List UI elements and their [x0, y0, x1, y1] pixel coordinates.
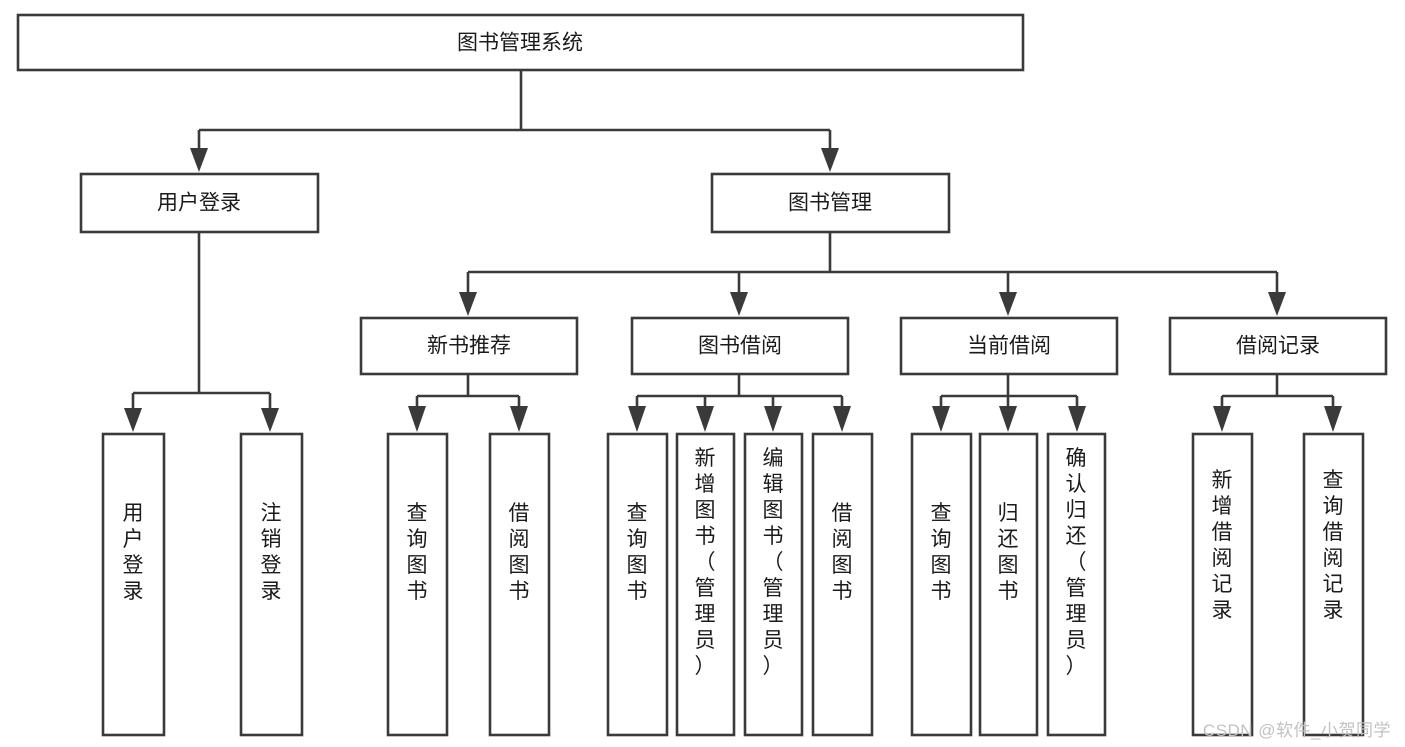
arrow-head-user-login: [190, 148, 208, 172]
node-root-system-box: [16, 13, 1025, 72]
node-leaf-borrow-book-1-box: [488, 432, 551, 737]
node-new-book-recommend[interactable]: 新书推荐: [359, 316, 579, 376]
arrow-head-leaf-query-book-2: [628, 406, 646, 432]
arrow-head-leaf-borrow-book-1: [510, 406, 528, 432]
node-user-login[interactable]: 用户登录: [79, 172, 320, 234]
arrow-head-leaf-edit-book: [764, 406, 782, 432]
node-leaf-query-book-1[interactable]: 查询图书: [386, 432, 449, 737]
node-leaf-return-book-box: [978, 432, 1039, 737]
node-borrow-record[interactable]: 借阅记录: [1168, 316, 1388, 376]
node-leaf-add-book[interactable]: 新增图书（管理员）: [675, 432, 736, 737]
arrow-head-leaf-return-book: [999, 406, 1017, 432]
node-book-management[interactable]: 图书管理: [710, 172, 951, 234]
node-book-borrow-box: [630, 316, 850, 376]
node-root-system-label: 图书管理系统: [457, 32, 583, 55]
node-leaf-user-login-box: [101, 432, 166, 737]
node-leaf-query-book-3-label: 查询图书: [931, 502, 952, 603]
node-leaf-user-login[interactable]: 用户登录: [101, 432, 166, 737]
node-leaf-query-record-box: [1302, 432, 1365, 737]
arrow-head-leaf-logout-login: [261, 408, 279, 432]
node-leaf-confirm-return-label: 确认归还（管理员）: [1066, 447, 1087, 678]
arrow-head-borrow-record: [1268, 292, 1286, 316]
node-leaf-add-book-label: 新增图书（管理员）: [695, 447, 716, 678]
node-borrow-record-label: 借阅记录: [1236, 335, 1320, 358]
leaf-layer: 用户登录 注销登录 查询图书 借阅图书 查询图书 新增图书（管理员）: [101, 432, 1365, 737]
node-leaf-borrow-book-2[interactable]: 借阅图书: [811, 432, 874, 737]
node-user-login-label: 用户登录: [157, 192, 241, 215]
arrow-head-leaf-query-book-3: [932, 406, 950, 432]
node-leaf-edit-book-box: [743, 432, 804, 737]
arrow-head-leaf-add-record: [1213, 406, 1231, 432]
arrow-head-new-book-recommend: [459, 292, 477, 316]
node-book-borrow-label: 图书借阅: [698, 335, 782, 358]
node-new-book-recommend-label: 新书推荐: [427, 335, 511, 358]
node-book-borrow[interactable]: 图书借阅: [630, 316, 850, 376]
node-new-book-recommend-box: [359, 316, 579, 376]
csdn-watermark: CSDN @软件_小贺同学: [1202, 721, 1391, 740]
node-leaf-query-book-1-box: [386, 432, 449, 737]
node-leaf-query-record[interactable]: 查询借阅记录: [1302, 432, 1365, 737]
arrow-head-leaf-user-login: [124, 408, 142, 432]
node-leaf-edit-book[interactable]: 编辑图书（管理员）: [743, 432, 804, 737]
arrow-head-leaf-query-record: [1324, 406, 1342, 432]
node-leaf-logout-login-box: [239, 432, 304, 737]
node-leaf-borrow-book-1-label: 借阅图书: [509, 502, 530, 603]
node-leaf-borrow-book-1[interactable]: 借阅图书: [488, 432, 551, 737]
node-current-borrow[interactable]: 当前借阅: [899, 316, 1119, 376]
node-leaf-query-book-2[interactable]: 查询图书: [606, 432, 669, 737]
node-book-management-box: [710, 172, 951, 234]
node-leaf-logout-login-label: 注销登录: [261, 502, 282, 603]
node-leaf-confirm-return[interactable]: 确认归还（管理员）: [1046, 432, 1107, 737]
node-borrow-record-box: [1168, 316, 1388, 376]
node-leaf-edit-book-label: 编辑图书（管理员）: [763, 447, 784, 678]
node-leaf-user-login-label: 用户登录: [123, 502, 144, 603]
node-leaf-logout-login[interactable]: 注销登录: [239, 432, 304, 737]
node-leaf-confirm-return-box: [1046, 432, 1107, 737]
node-book-management-label: 图书管理: [788, 192, 872, 215]
arrow-head-leaf-confirm-return: [1068, 406, 1086, 432]
arrow-head-leaf-borrow-book-2: [833, 406, 851, 432]
arrow-head-leaf-add-book: [696, 406, 714, 432]
arrow-head-book-management: [821, 148, 839, 172]
node-leaf-query-record-label: 查询借阅记录: [1323, 469, 1344, 622]
node-leaf-query-book-1-label: 查询图书: [407, 502, 428, 603]
node-current-borrow-label: 当前借阅: [967, 335, 1051, 358]
node-leaf-return-book[interactable]: 归还图书: [978, 432, 1039, 737]
arrow-head-book-borrow: [730, 292, 748, 316]
node-leaf-query-book-2-label: 查询图书: [627, 502, 648, 603]
arrow-head-leaf-query-book-1: [408, 406, 426, 432]
node-leaf-add-record-label: 新增借阅记录: [1212, 469, 1233, 622]
node-leaf-query-book-3-box: [910, 432, 973, 737]
node-leaf-add-book-box: [675, 432, 736, 737]
node-leaf-query-book-2-box: [606, 432, 669, 737]
node-leaf-return-book-label: 归还图书: [998, 502, 1019, 603]
arrow-head-current-borrow: [999, 292, 1017, 316]
connector-layer: [124, 70, 1342, 432]
node-leaf-borrow-book-2-box: [811, 432, 874, 737]
node-leaf-borrow-book-2-label: 借阅图书: [832, 502, 853, 603]
node-leaf-query-book-3[interactable]: 查询图书: [910, 432, 973, 737]
node-leaf-add-record-box: [1191, 432, 1254, 737]
node-user-login-box: [79, 172, 320, 234]
node-leaf-add-record[interactable]: 新增借阅记录: [1191, 432, 1254, 737]
node-root-system[interactable]: 图书管理系统: [16, 13, 1025, 72]
node-current-borrow-box: [899, 316, 1119, 376]
